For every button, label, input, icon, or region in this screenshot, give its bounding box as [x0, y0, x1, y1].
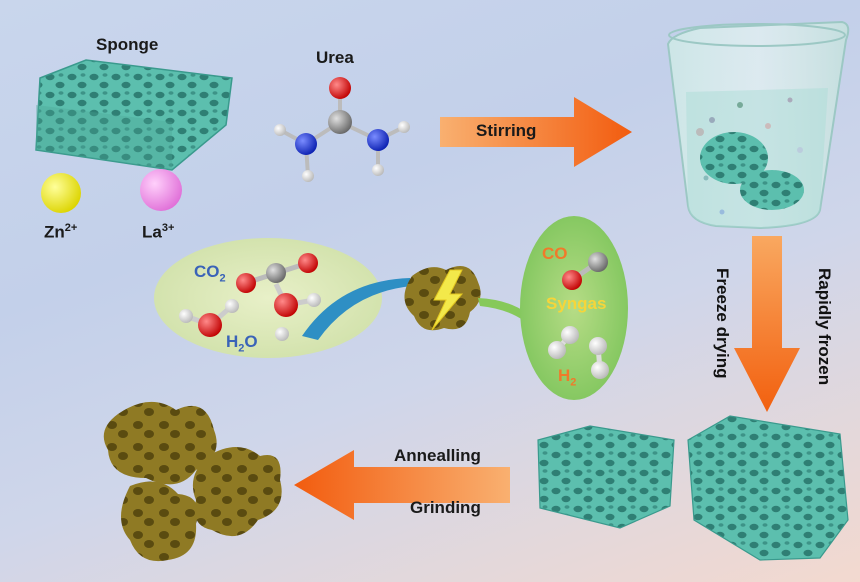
- h2o-label: H2O: [226, 332, 258, 355]
- stirring-arrow: [440, 97, 632, 167]
- la-ion-label: La3+: [142, 222, 175, 242]
- zn-ion-sphere: [41, 173, 81, 213]
- urea-carbon-atom: [328, 110, 352, 134]
- zn-ion-label: Zn2+: [44, 222, 78, 242]
- h2-molecule: [548, 326, 579, 359]
- urea-label: Urea: [316, 48, 354, 67]
- co-molecule: [562, 252, 608, 290]
- frozen-sponge: [687, 415, 849, 561]
- curved-flow-arrow: [302, 278, 412, 340]
- urea-hydrogen-atom: [302, 170, 314, 182]
- urea-nitrogen-atom: [367, 129, 389, 151]
- co-label: CO: [542, 244, 568, 263]
- freeze-drying-arrow: [734, 236, 800, 412]
- sponge-block: [35, 59, 233, 171]
- urea-hydrogen-atom: [274, 124, 286, 136]
- la-ion-sphere: [140, 169, 182, 211]
- urea-oxygen-atom: [329, 77, 351, 99]
- freeze-drying-label: Freeze drying: [713, 268, 732, 379]
- catalyst-particle: [404, 266, 481, 331]
- co2-label: CO2: [194, 262, 226, 285]
- h2-label: H2: [558, 366, 577, 389]
- water-molecule: [273, 282, 321, 341]
- stirring-label: Stirring: [476, 121, 537, 140]
- rapidly-frozen-label: Rapidly frozen: [815, 268, 834, 386]
- urea-hydrogen-atom: [372, 164, 384, 176]
- dispersed-sponge-in-solution: [700, 132, 804, 210]
- lightning-icon: [431, 269, 464, 331]
- grinding-label: Grinding: [410, 498, 481, 517]
- annealed-product: [103, 401, 282, 562]
- h2-molecule: [589, 337, 609, 379]
- syngas-label: Syngas: [546, 294, 607, 313]
- freeze-dried-sponge: [537, 425, 675, 529]
- urea-nitrogen-atom: [295, 133, 317, 155]
- water-molecule: [179, 299, 239, 337]
- urea-hydrogen-atom: [398, 121, 410, 133]
- beaker: [666, 20, 850, 230]
- co2-molecule: [236, 253, 318, 293]
- annealing-arrow: [294, 450, 510, 520]
- annealling-label: Annealling: [394, 446, 481, 465]
- sponge-label: Sponge: [96, 35, 159, 54]
